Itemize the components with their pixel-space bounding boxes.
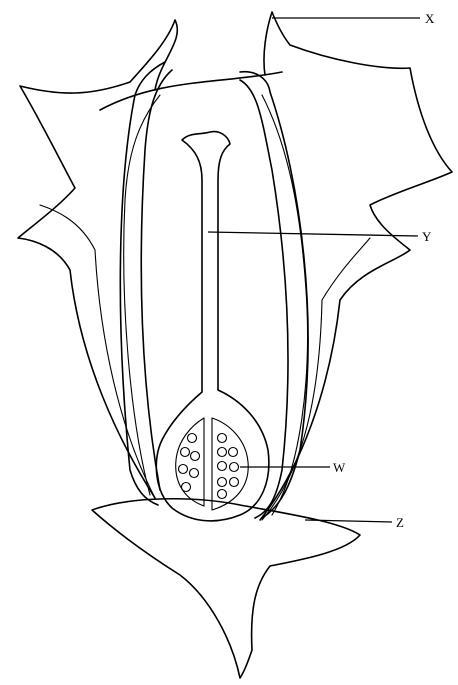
leader-y (208, 232, 418, 236)
sepals (18, 12, 452, 520)
receptacle (92, 499, 360, 678)
pistil (156, 132, 269, 521)
style-and-ovary (156, 132, 269, 521)
ovules (179, 434, 239, 499)
label-x: X (425, 11, 435, 26)
leader-z (305, 520, 392, 522)
leader-lines (208, 18, 420, 522)
label-w: W (333, 460, 346, 475)
label-y: Y (422, 229, 432, 244)
label-z: Z (396, 515, 404, 530)
